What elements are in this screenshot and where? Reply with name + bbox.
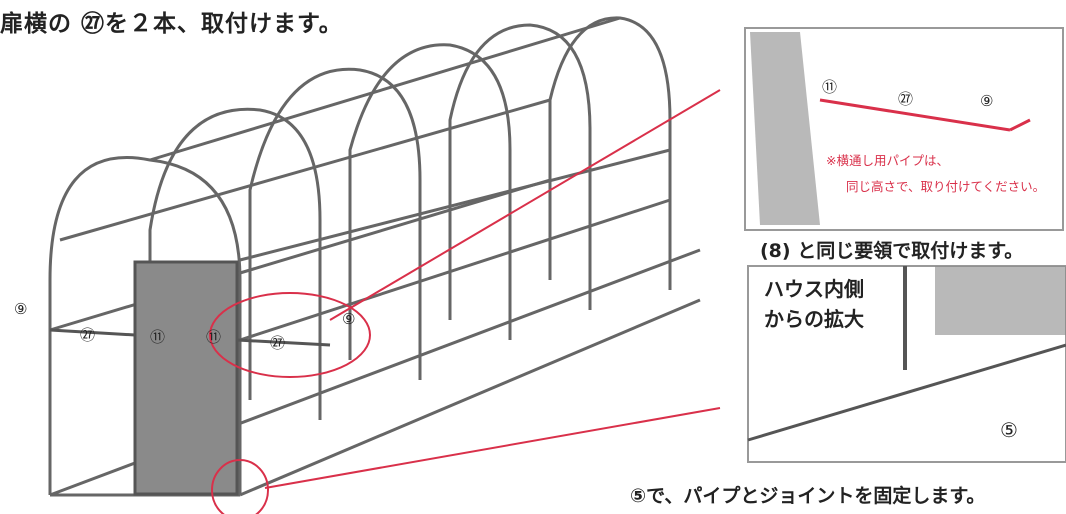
inset-top-caption: (8) と同じ要領で取付けます。	[760, 240, 1024, 262]
inset-top	[744, 27, 1064, 231]
highlight-ellipse-bottom	[211, 459, 269, 514]
door-panel	[133, 260, 239, 496]
inset-note-line1: ※横通し用パイプは、	[826, 153, 949, 168]
page-title: 扉横の ㉗を２本、取付けます。	[0, 11, 343, 37]
inset-note-line2: 同じ高さで、取り付けてください。	[846, 179, 1046, 194]
callout-11-inset: ⑪	[822, 78, 838, 96]
callout-9-left: ⑨	[14, 300, 28, 318]
callout-9-inset: ⑨	[980, 92, 994, 110]
callout-11-left: ⑪	[150, 328, 166, 346]
callout-27-left: ㉗	[80, 326, 96, 344]
inset-bottom	[747, 265, 1066, 463]
inset-bottom-label-line1: ハウス内側	[764, 277, 864, 301]
inset-bottom-caption: ⑤で、パイプとジョイントを固定します。	[630, 485, 986, 507]
callout-27-inset: ㉗	[898, 90, 914, 108]
greenhouse-frame	[48, 16, 701, 497]
inset-bottom-label-line2: からの拡大	[764, 307, 864, 331]
highlight-ellipse-top	[209, 292, 371, 378]
callout-27-right: ㉗	[270, 334, 286, 352]
callout-5-inset: ⑤	[1000, 418, 1018, 442]
inset-bottom-label: ハウス内側 からの拡大	[764, 274, 864, 334]
callout-11-right: ⑪	[206, 328, 222, 346]
callout-9-right: ⑨	[342, 310, 356, 328]
